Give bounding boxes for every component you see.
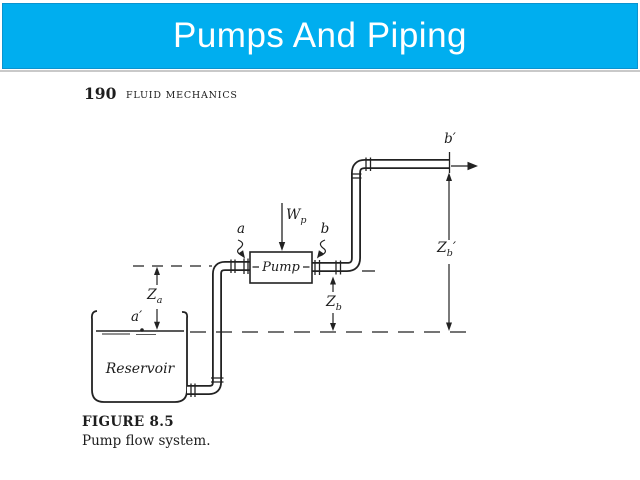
running-header: FLUID MECHANICS: [126, 90, 238, 101]
point-a-prime-dot: [140, 328, 144, 332]
label-reservoir: Reservoir: [105, 361, 175, 377]
datum-lines: [133, 265, 466, 333]
za-dimension: [154, 266, 160, 330]
figure-caption-title: FIGURE 8.5: [82, 414, 174, 430]
slide-title-bar: Pumps And Piping: [2, 3, 638, 69]
title-divider: [0, 70, 640, 72]
label-zb-prime: Zb′: [437, 240, 457, 259]
point-b-leader: [317, 239, 326, 259]
label-pump: Pump: [262, 259, 300, 275]
outlet-b-prime: [448, 152, 478, 173]
pipe-flanges: [190, 157, 372, 397]
wp-arrow: [278, 203, 286, 251]
label-wp: Wp: [286, 207, 307, 226]
discharge-pipe: [311, 159, 449, 272]
label-b: b: [320, 221, 330, 237]
label-a-prime: a′: [131, 309, 143, 325]
point-a-leader: [237, 239, 245, 259]
zb-dimension: [330, 276, 336, 331]
slide-title: Pumps And Piping: [172, 16, 467, 55]
label-za: Za: [147, 287, 163, 306]
suction-pipe: [187, 261, 251, 395]
label-zb: Zb: [326, 294, 342, 313]
flow-out-arrowhead: [467, 161, 478, 171]
label-b-prime: b′: [444, 131, 456, 147]
reservoir-tank: [90, 310, 189, 403]
label-a: a: [236, 221, 246, 237]
zb-prime-dimension: [446, 172, 452, 331]
pump-box: [249, 251, 313, 284]
figure-caption-text: Pump flow system.: [82, 433, 211, 449]
page-number: 190: [84, 84, 117, 103]
